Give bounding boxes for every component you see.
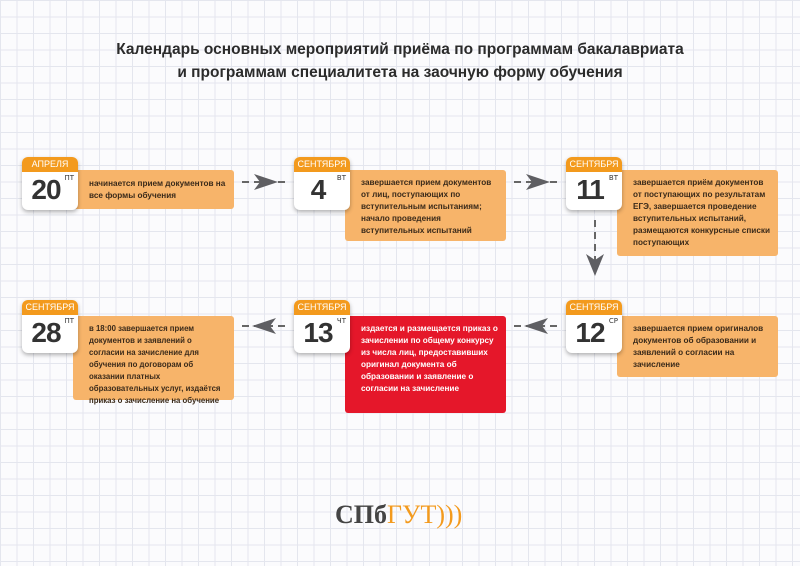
event-description: начинается прием документов на все формы… <box>73 170 234 209</box>
day: 20 <box>31 174 61 205</box>
title-line-2: и программам специалитета на заочную фор… <box>177 64 623 81</box>
arrow-right-icon <box>242 174 288 190</box>
page-title: Календарь основных мероприятий приёма по… <box>0 38 800 84</box>
weekday: СР <box>608 317 618 325</box>
month: СЕНТЯБРЯ <box>294 300 350 315</box>
date-card: СЕНТЯБРЯ 13 ЧТ <box>294 300 350 353</box>
weekday: ВТ <box>336 174 346 182</box>
weekday: ВТ <box>608 174 618 182</box>
day: 28 <box>31 317 61 348</box>
event-description-highlight: издается и размещается приказ о зачислен… <box>345 316 506 413</box>
title-line-1: Календарь основных мероприятий приёма по… <box>116 41 684 58</box>
arrow-down-icon <box>586 220 604 276</box>
logo: СПбГУТ))) <box>335 500 462 530</box>
weekday: ПТ <box>64 317 74 325</box>
date-card: СЕНТЯБРЯ 4 ВТ <box>294 157 350 210</box>
logo-part-1: СПб <box>335 500 387 529</box>
day: 4 <box>310 174 327 205</box>
event-description: завершается прием документов от лиц, пос… <box>345 170 506 241</box>
month: СЕНТЯБРЯ <box>22 300 78 315</box>
event-description: завершается прием оригиналов документов … <box>617 316 778 377</box>
event-description: завершается приём документов от поступаю… <box>617 170 778 256</box>
arrow-left-icon <box>514 318 560 334</box>
day: 12 <box>575 317 605 348</box>
weekday: ПТ <box>64 174 74 182</box>
event-description: в 18:00 завершается прием документов и з… <box>73 316 234 405</box>
arrow-right-icon <box>514 174 560 190</box>
month: СЕНТЯБРЯ <box>566 157 622 172</box>
date-card: АПРЕЛЯ 20 ПТ <box>22 157 78 210</box>
day: 13 <box>303 317 333 348</box>
arrow-left-icon <box>242 318 288 334</box>
logo-part-2: ГУТ))) <box>387 500 463 529</box>
month: СЕНТЯБРЯ <box>566 300 622 315</box>
date-card: СЕНТЯБРЯ 11 ВТ <box>566 157 622 210</box>
month: АПРЕЛЯ <box>22 157 78 172</box>
weekday: ЧТ <box>336 317 346 325</box>
day: 11 <box>576 174 605 205</box>
date-card: СЕНТЯБРЯ 28 ПТ <box>22 300 78 353</box>
month: СЕНТЯБРЯ <box>294 157 350 172</box>
date-card: СЕНТЯБРЯ 12 СР <box>566 300 622 353</box>
